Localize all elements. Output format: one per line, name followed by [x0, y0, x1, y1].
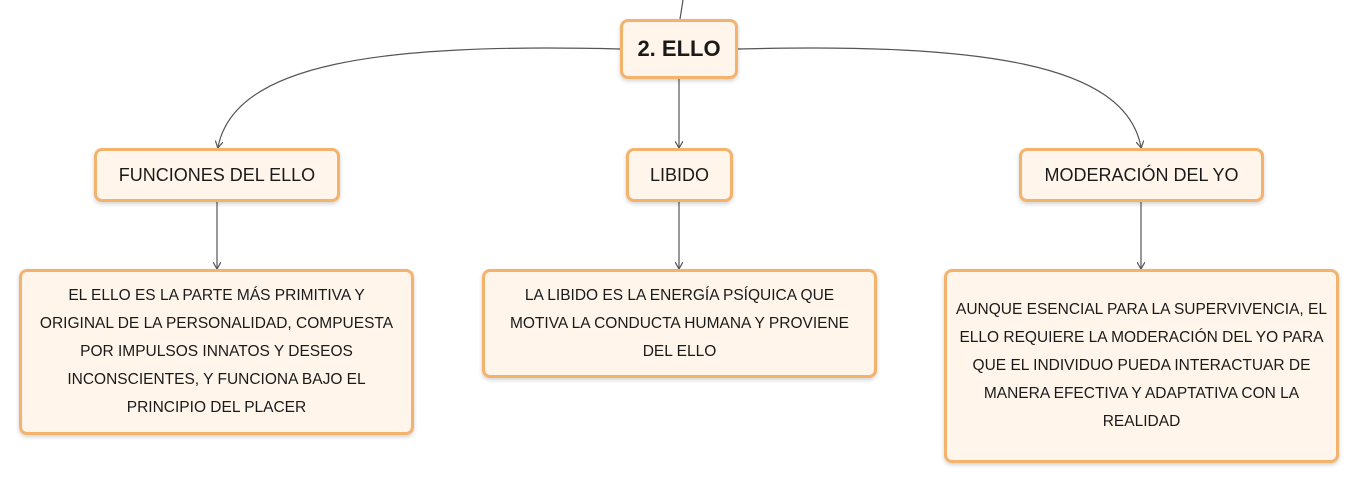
detail-node-funciones-del-ello[interactable]: EL ELLO ES LA PARTE MÁS PRIMITIVA Y ORIG… — [19, 269, 414, 435]
topic-node-label: MODERACIÓN DEL YO — [1044, 164, 1239, 185]
topic-node-label: FUNCIONES DEL ELLO — [118, 164, 316, 185]
topic-node-moderacion-del-yo[interactable]: MODERACIÓN DEL YO — [1019, 148, 1264, 202]
detail-node-text: LA LIBIDO ES LA ENERGÍA PSÍQUICA QUE MOT… — [509, 286, 850, 360]
root-node-label: 2. ELLO — [637, 36, 721, 61]
topic-node-label: LIBIDO — [649, 164, 710, 185]
connector-root-to-moderacion — [737, 47, 1141, 147]
detail-node-text: EL ELLO ES LA PARTE MÁS PRIMITIVA Y ORIG… — [39, 287, 394, 416]
root-node[interactable]: 2. ELLO — [620, 19, 738, 79]
topic-node-funciones-del-ello[interactable]: FUNCIONES DEL ELLO — [94, 148, 340, 202]
detail-node-moderacion-del-yo[interactable]: AUNQUE ESENCIAL PARA LA SUPERVIVENCIA, E… — [944, 269, 1339, 463]
connector-root-to-funciones — [218, 47, 621, 147]
detail-node-libido[interactable]: LA LIBIDO ES LA ENERGÍA PSÍQUICA QUE MOT… — [482, 269, 877, 378]
incoming-connector — [679, 0, 684, 20]
topic-node-libido[interactable]: LIBIDO — [626, 148, 733, 202]
detail-node-text: AUNQUE ESENCIAL PARA LA SUPERVIVENCIA, E… — [956, 301, 1327, 430]
